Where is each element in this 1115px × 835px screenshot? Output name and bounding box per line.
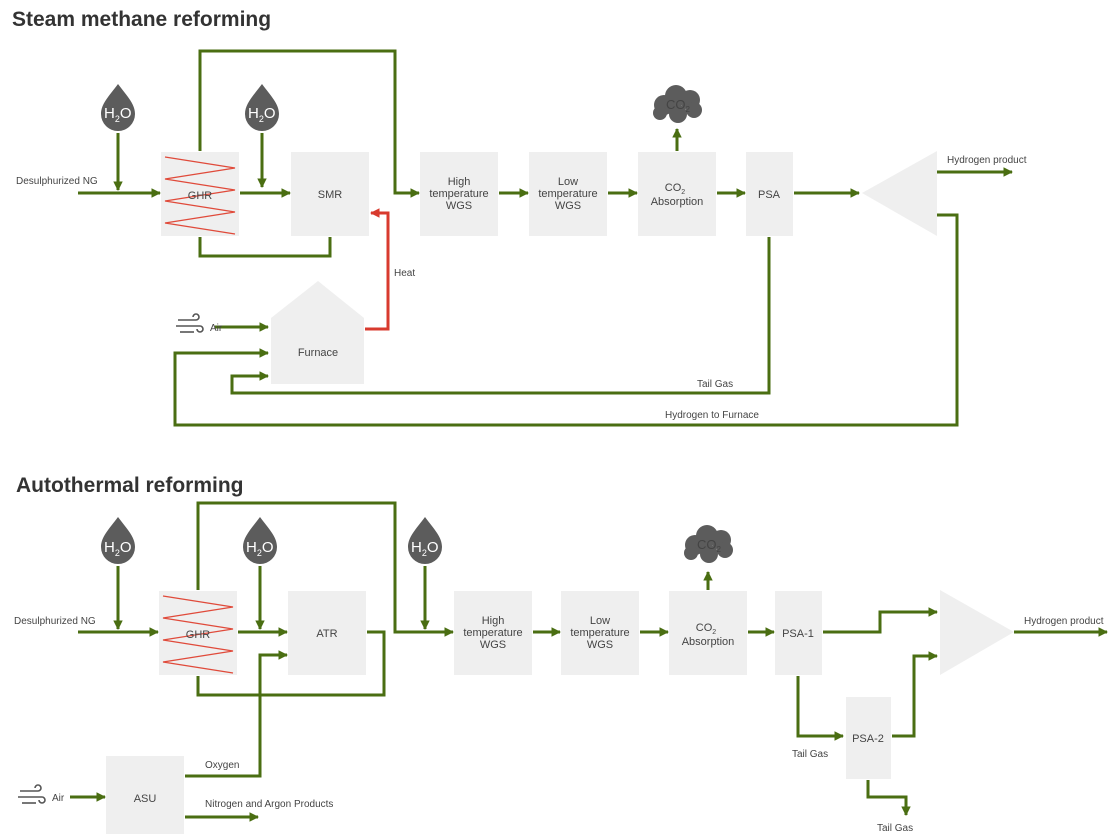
water-drop-icon: H2O [101,517,135,564]
air-wind-icon [18,784,46,804]
atr-asu-block[interactable] [106,756,184,834]
smr-ht-wgs-label-2: temperature [429,188,488,200]
smr-hydrogen-to-furnace-label: Hydrogen to Furnace [665,410,759,421]
svg-text:H2O: H2O [104,539,132,558]
atr-ghr-label: GHR [186,629,211,641]
atr-ht-wgs-label-3: WGS [480,639,506,651]
atr-nitrogen-argon-label: Nitrogen and Argon Products [205,799,333,810]
smr-smr-to-ghr-return [198,237,332,258]
atr-psa1-to-mixer [823,607,938,634]
atr-psa2-tail-gas-arrow [866,780,911,816]
smr-title: Steam methane reforming [12,8,272,31]
atr-air-label: Air [52,793,65,804]
smr-tail-gas-line [230,237,771,395]
atr-asu-label: ASU [134,793,157,805]
svg-text:H2O: H2O [248,105,276,124]
smr-hydrogen-product-label: Hydrogen product [947,155,1027,166]
atr-co2-abs-label-2: Absorption [682,636,735,648]
smr-heat-line [365,208,390,331]
atr-tail-gas-label-1: Tail Gas [792,749,828,760]
smr-co2-absorption-block[interactable] [638,152,716,236]
atr-atr-to-ghr-return [196,630,386,697]
gas-heated-reformer-coil-icon [162,595,234,674]
smr-feed-label: Desulphurized NG [16,176,98,187]
atr-ht-wgs-block[interactable] [454,591,532,675]
svg-text:CO2: CO2 [697,537,722,554]
co2-cloud-icon: CO2 [684,525,733,563]
atr-hydrogen-mixer[interactable] [940,590,1014,675]
smr-hydrogen-splitter[interactable] [862,151,937,236]
atr-ht-wgs-label-1: High [482,615,505,627]
atr-lt-wgs-label-3: WGS [587,639,613,651]
atr-lt-wgs-label-2: temperature [570,627,629,639]
smr-tail-gas-label: Tail Gas [697,379,733,390]
atr-ghr-to-ht-wgs [196,501,454,637]
smr-furnace-block[interactable] [271,281,364,384]
smr-hydrogen-to-furnace-line [173,213,959,427]
smr-co2-abs-label-2: Absorption [651,196,704,208]
smr-lt-wgs-label-3: WGS [555,200,581,212]
smr-ht-wgs-label-3: WGS [446,200,472,212]
atr-co2-absorption-block[interactable] [669,591,747,675]
atr-lt-wgs-block[interactable] [561,591,639,675]
atr-co2-abs-label-1: CO2 [696,622,717,636]
svg-text:H2O: H2O [246,539,274,558]
smr-psa-block[interactable] [746,152,793,236]
smr-smr-label: SMR [318,189,343,201]
svg-text:H2O: H2O [104,105,132,124]
air-wind-icon [176,313,204,333]
atr-tail-gas-label-2: Tail Gas [877,823,913,834]
atr-psa2-to-mixer [892,651,938,738]
smr-section: GHR SMR High temperature WGS Low tempera… [16,49,1027,427]
smr-lt-wgs-label-1: Low [558,176,578,188]
svg-text:H2O: H2O [411,539,439,558]
atr-feed-label: Desulphurized NG [14,616,96,627]
atr-psa2-label: PSA-2 [852,733,884,745]
smr-smr-block[interactable] [291,152,369,236]
smr-lt-wgs-block[interactable] [529,152,607,236]
co2-cloud-icon: CO2 [653,85,702,123]
water-drop-icon: H2O [408,517,442,564]
smr-ghr-label: GHR [188,190,213,202]
atr-atr-label: ATR [316,628,337,640]
atr-lt-wgs-label-1: Low [590,615,610,627]
gas-heated-reformer-coil-icon [164,156,236,235]
atr-title: Autothermal reforming [16,474,244,497]
atr-atr-block[interactable] [288,591,366,675]
smr-heat-label: Heat [394,268,415,279]
smr-psa-label: PSA [758,189,781,201]
atr-psa2-block[interactable] [846,697,891,779]
smr-furnace-label: Furnace [298,347,338,359]
water-drop-icon: H2O [245,84,279,131]
svg-text:CO2: CO2 [666,97,691,114]
atr-oxygen-line [185,650,288,778]
water-drop-icon: H2O [101,84,135,131]
atr-ht-wgs-label-2: temperature [463,627,522,639]
smr-ht-wgs-label-1: High [448,176,471,188]
atr-section: GHR ATR High temperature WGS Low tempera… [14,501,1108,834]
smr-ghr-to-ht-wgs [198,49,420,198]
smr-co2-abs-label-1: CO2 [665,182,686,196]
atr-psa1-block[interactable] [775,591,822,675]
smr-ht-wgs-block[interactable] [420,152,498,236]
smr-air-label: Air [210,323,223,334]
atr-oxygen-label: Oxygen [205,760,239,771]
atr-psa1-to-psa2 [796,676,844,741]
atr-hydrogen-product-label: Hydrogen product [1024,616,1104,627]
water-drop-icon: H2O [243,517,277,564]
atr-psa1-label: PSA-1 [782,628,814,640]
smr-lt-wgs-label-2: temperature [538,188,597,200]
